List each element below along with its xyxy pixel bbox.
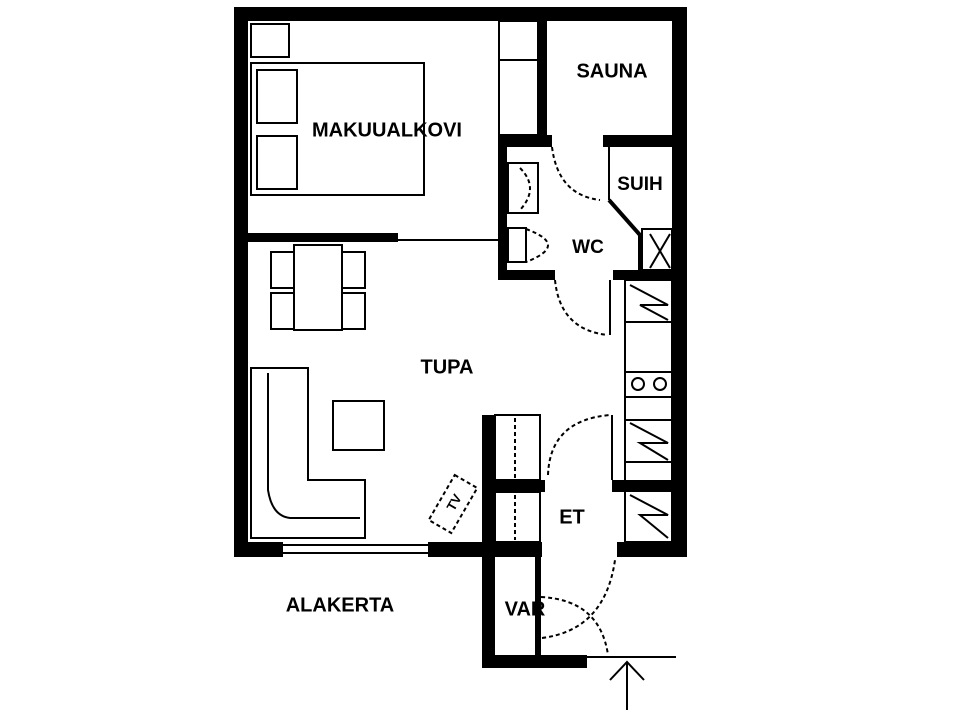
fixtures-and-furniture xyxy=(250,20,676,710)
room-label-bedroom: MAKUUALKOVI xyxy=(312,119,462,141)
tv-label: TV xyxy=(443,491,464,513)
sink xyxy=(507,162,539,214)
closet xyxy=(494,414,541,481)
stove-burner xyxy=(631,377,645,391)
room-labels: SAUNA MAKUUALKOVI SUIH WC TUPA ET VAR TV… xyxy=(286,60,663,620)
room-label-toilet: WC xyxy=(572,237,604,258)
bed xyxy=(250,62,425,196)
stove-burner xyxy=(653,377,667,391)
room-label-storage: VAR xyxy=(505,598,546,620)
floor-label: ALAKERTA xyxy=(286,594,395,616)
kitchen-counter xyxy=(624,279,673,543)
room-label-sauna: SAUNA xyxy=(576,60,647,82)
dining-table xyxy=(293,244,343,331)
toilet xyxy=(507,227,527,263)
room-label-living: TUPA xyxy=(421,356,474,378)
sofa xyxy=(250,367,366,539)
coffee-table xyxy=(332,400,385,451)
tv-stand xyxy=(427,473,479,535)
room-label-shower: SUIH xyxy=(617,174,662,195)
walls xyxy=(234,7,687,668)
nightstand xyxy=(250,23,290,58)
room-label-hall: ET xyxy=(559,506,585,528)
wardrobe xyxy=(498,20,539,61)
